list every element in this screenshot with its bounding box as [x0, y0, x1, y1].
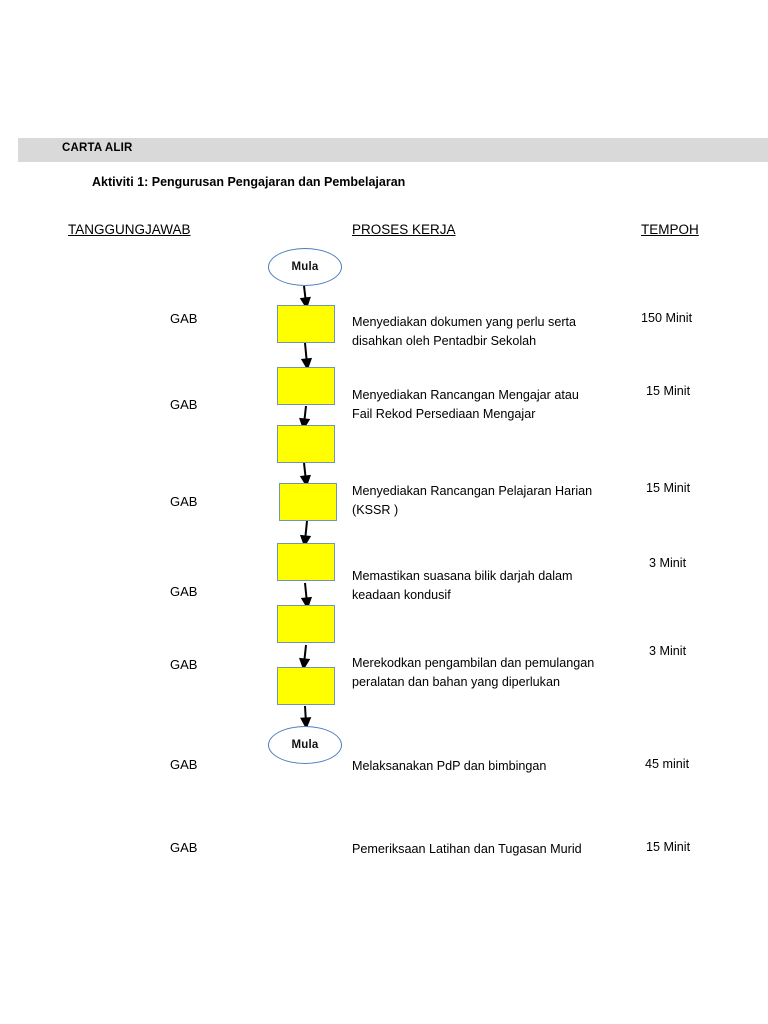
- carta-alir-title: CARTA ALIR: [62, 142, 133, 154]
- flow-node-process-2: [277, 367, 335, 405]
- activity-subtitle: Aktiviti 1: Pengurusan Pengajaran dan Pe…: [92, 175, 406, 189]
- row-7-process: Pemeriksaan Latihan dan Tugasan Murid: [352, 840, 662, 859]
- row-1-process-line-1: Menyediakan dokumen yang perlu serta: [352, 315, 577, 329]
- flow-node-process-1: [277, 305, 335, 343]
- row-1-duration: 150 Minit: [641, 311, 693, 325]
- column-header-duration: TEMPOH: [641, 222, 699, 237]
- row-7-responsibility: GAB: [170, 840, 198, 855]
- row-6-responsibility: GAB: [170, 757, 198, 772]
- row-5-process: Merekodkan pengambilan dan pemulangan pe…: [352, 654, 652, 692]
- row-2-process: Menyediakan Rancangan Mengajar atau Fail…: [352, 386, 642, 424]
- carta-alir-header-band: CARTA ALIR: [18, 138, 768, 162]
- row-3-process-line-1: Menyediakan Rancangan Pelajaran Harian: [352, 484, 593, 498]
- row-1-responsibility: GAB: [170, 311, 198, 326]
- row-7-process-line-1: Pemeriksaan Latihan dan Tugasan Murid: [352, 842, 582, 856]
- row-3-process-line-2: (KSSR ): [352, 503, 399, 517]
- flow-node-process-7: [277, 667, 335, 705]
- flow-node-process-5: [277, 543, 335, 581]
- column-header-responsibility: TANGGUNGJAWAB: [68, 222, 191, 237]
- row-3-process: Menyediakan Rancangan Pelajaran Harian (…: [352, 482, 652, 520]
- row-2-process-line-2: Fail Rekod Persediaan Mengajar: [352, 407, 536, 421]
- row-2-responsibility: GAB: [170, 397, 198, 412]
- row-6-process: Melaksanakan PdP dan bimbingan: [352, 757, 652, 776]
- flow-node-end-label: Mula: [291, 739, 319, 751]
- row-2-process-line-1: Menyediakan Rancangan Mengajar atau: [352, 388, 579, 402]
- column-header-process: PROSES KERJA: [352, 222, 456, 237]
- row-6-duration: 45 minit: [645, 757, 690, 771]
- row-3-responsibility: GAB: [170, 494, 198, 509]
- row-4-process-line-2: keadaan kondusif: [352, 588, 451, 602]
- flow-node-process-4: [279, 483, 337, 521]
- row-1-process: Menyediakan dokumen yang perlu serta dis…: [352, 313, 642, 351]
- row-1-process-line-2: disahkan oleh Pentadbir Sekolah: [352, 334, 537, 348]
- row-4-process-line-1: Memastikan suasana bilik darjah dalam: [352, 569, 573, 583]
- row-4-responsibility: GAB: [170, 584, 198, 599]
- row-5-process-line-1: Merekodkan pengambilan dan pemulangan: [352, 656, 595, 670]
- row-4-process: Memastikan suasana bilik darjah dalam ke…: [352, 567, 642, 605]
- flow-node-start: Mula: [268, 248, 342, 286]
- flow-node-start-label: Mula: [291, 261, 319, 273]
- row-6-process-line-1: Melaksanakan PdP dan bimbingan: [352, 759, 547, 773]
- flow-node-end: Mula: [268, 726, 342, 764]
- row-5-responsibility: GAB: [170, 657, 198, 672]
- row-4-duration: 3 Minit: [649, 556, 687, 570]
- row-5-duration: 3 Minit: [649, 644, 687, 658]
- row-7-duration: 15 Minit: [646, 840, 691, 854]
- row-5-process-line-2: peralatan dan bahan yang diperlukan: [352, 675, 560, 689]
- flow-node-process-6: [277, 605, 335, 643]
- row-2-duration: 15 Minit: [646, 384, 691, 398]
- flow-node-process-3: [277, 425, 335, 463]
- row-3-duration: 15 Minit: [646, 481, 691, 495]
